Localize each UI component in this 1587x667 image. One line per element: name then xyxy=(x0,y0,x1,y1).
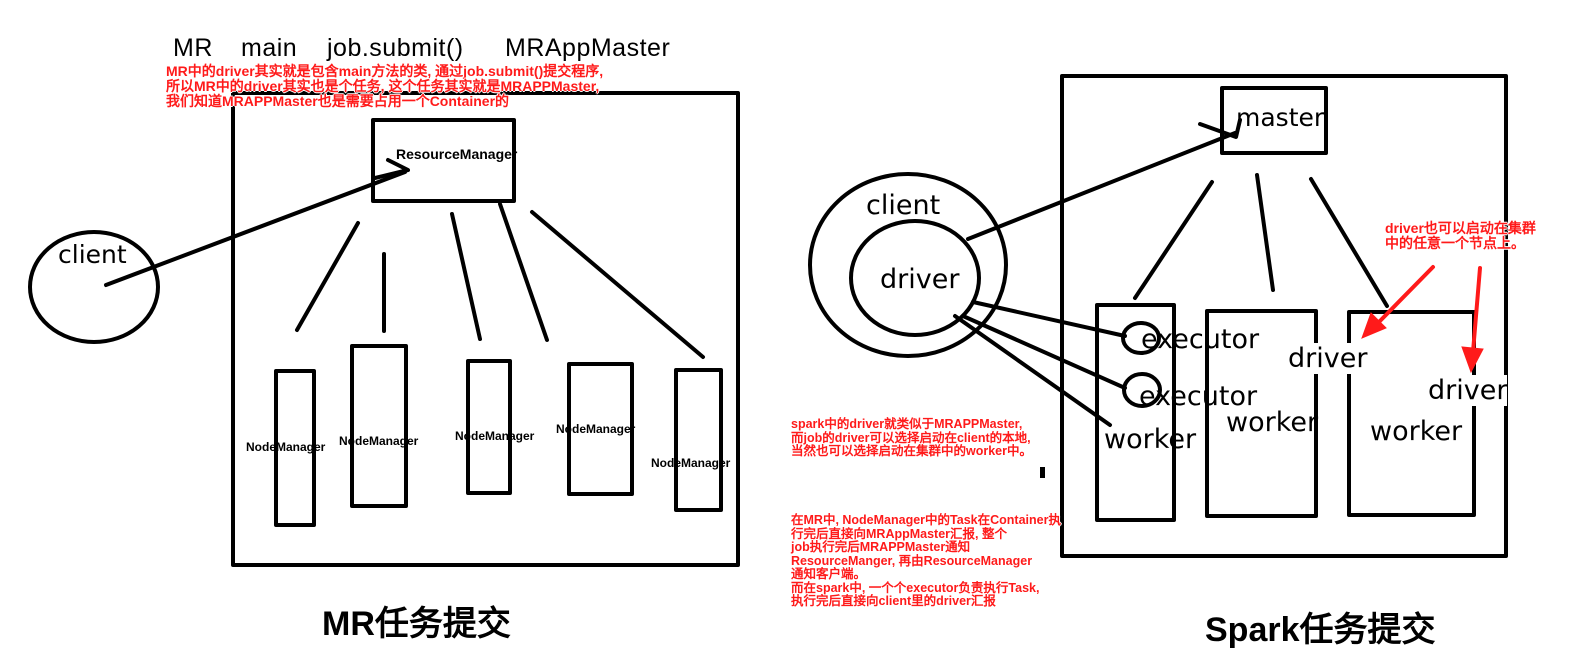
worker-box-2 xyxy=(1205,309,1318,518)
red-arrow-line-2 xyxy=(1471,266,1482,354)
driver-to-worker-line xyxy=(953,314,1112,427)
driver-to-executor-line-1 xyxy=(971,300,1127,338)
master-to-worker-line-3 xyxy=(1309,177,1389,308)
node-manager-box-3 xyxy=(466,359,512,495)
worker-label-3: worker xyxy=(1370,416,1463,447)
mr-client-label: client xyxy=(58,240,127,269)
mr-note-line-1: MR中的driver其实就是包含main方法的类, 通过job.submit()… xyxy=(166,63,604,79)
flow-note-line-7: 执行完后直接向client里的driver汇报 xyxy=(791,594,996,608)
node-manager-label-1: NodeManager xyxy=(246,440,326,454)
executor-circle-1 xyxy=(1121,321,1161,355)
driver-label: driver xyxy=(880,264,960,295)
master-box xyxy=(1220,86,1328,155)
master-label: master xyxy=(1236,103,1325,132)
node-manager-box-2 xyxy=(350,344,408,508)
spark-client-ellipse xyxy=(808,172,1008,358)
driver-to-master-line xyxy=(966,131,1237,241)
header-word-mr: MR xyxy=(173,34,213,62)
node-manager-box-1 xyxy=(274,369,316,527)
mr-note-line-2: 所以MR中的driver其实也是个任务, 这个任务其实就是MRAPPMaster… xyxy=(166,78,600,94)
executor-label-2: executor xyxy=(1139,381,1258,412)
node-manager-label-4: NodeManager xyxy=(556,422,636,436)
header-word-main: main xyxy=(241,34,298,62)
worker-driver-label-2: driver xyxy=(1428,375,1508,406)
worker-box-1 xyxy=(1095,303,1176,522)
red-arrowhead-2 xyxy=(1461,346,1484,374)
cluster-note-line-2: 中的任意一个节点上。 xyxy=(1385,235,1525,251)
master-to-worker-line-1 xyxy=(1133,180,1214,300)
cluster-driver-note: driver也可以启动在集群 中的任意一个节点上。 xyxy=(1385,221,1560,251)
mr-cluster-box xyxy=(231,91,740,567)
resource-manager-box xyxy=(371,118,516,203)
node-manager-box-5 xyxy=(674,368,723,512)
flow-note-line-4: ResourceManger, 再由ResourceManager xyxy=(791,553,1033,568)
flow-note-line-6: 而在spark中, 一个个executor负责执行Task, xyxy=(791,580,1040,595)
ink-mark xyxy=(1040,467,1045,478)
node-manager-label-3: NodeManager xyxy=(455,429,535,443)
worker-label-2: worker xyxy=(1226,407,1319,438)
mr-caption: MR任务提交 xyxy=(322,605,511,643)
node-manager-box-4 xyxy=(567,362,634,496)
flow-note-line-1: 在MR中, NodeManager中的Task在Container执 xyxy=(791,513,1061,527)
flow-note-line-3: job执行完后MRAPPMaster通知 xyxy=(791,540,971,554)
rm-to-nm-line-3 xyxy=(450,212,482,341)
spark-client-label: client xyxy=(866,190,941,221)
driver-to-executor-line-2 xyxy=(961,314,1127,390)
header-word-job-submit: job.submit() xyxy=(327,34,464,62)
resource-manager-label: ResourceManager xyxy=(396,146,518,162)
rm-to-nm-line-1 xyxy=(295,221,360,332)
worker-driver-label-1: driver xyxy=(1288,343,1368,374)
rm-to-nm-line-5 xyxy=(530,210,705,359)
spark-caption: Spark任务提交 xyxy=(1205,611,1436,649)
mr-driver-note: MR中的driver其实就是包含main方法的类, 通过job.submit()… xyxy=(166,64,746,109)
flow-note-line-2: 行完后直接向MRAppMaster汇报, 整个 xyxy=(791,526,1007,541)
spark-cluster-box xyxy=(1060,74,1508,558)
worker-box-3 xyxy=(1347,310,1476,517)
driver-ellipse xyxy=(849,219,981,337)
executor-circle-2 xyxy=(1122,372,1162,408)
spark-driver-note-line-3: 当然也可以选择启动在集群中的worker中。 xyxy=(791,444,1032,458)
spark-driver-note: spark中的driver就类似于MRAPPMaster, 而job的drive… xyxy=(791,417,1091,459)
client-to-rm-arrowhead xyxy=(373,158,410,180)
master-to-worker-line-2 xyxy=(1255,173,1275,292)
red-arrow-line-1 xyxy=(1376,265,1435,325)
header-word-mrappmaster: MRAppMaster xyxy=(505,34,671,62)
node-manager-label-5: NodeManager xyxy=(651,456,731,470)
mr-note-line-3: 我们知道MRAPPMaster也是需要占用一个Container的 xyxy=(166,93,510,109)
flow-comparison-note: 在MR中, NodeManager中的Task在Container执 行完后直接… xyxy=(791,513,1131,609)
spark-driver-note-line-2: 而job的driver可以选择启动在client的本地, xyxy=(791,430,1031,445)
cluster-note-line-1: driver也可以启动在集群 xyxy=(1385,220,1536,236)
executor-label-1: executor xyxy=(1141,324,1260,355)
spark-driver-note-line-1: spark中的driver就类似于MRAPPMaster, xyxy=(791,417,1023,431)
red-arrowhead-1 xyxy=(1361,312,1387,339)
mr-client-ellipse xyxy=(28,230,160,344)
worker-label-1: worker xyxy=(1104,424,1197,455)
client-to-rm-line xyxy=(104,170,407,287)
flow-note-line-5: 通知客户端。 xyxy=(791,567,867,581)
node-manager-label-2: NodeManager xyxy=(339,434,419,448)
driver-to-master-arrowhead xyxy=(1198,118,1242,139)
rm-to-nm-line-4 xyxy=(498,202,549,342)
